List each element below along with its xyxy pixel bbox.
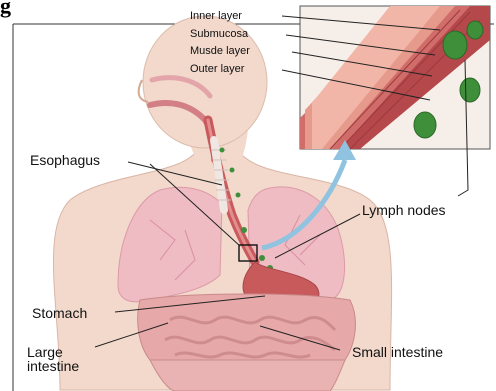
lymph-node (259, 255, 265, 261)
label-submucosa: Submucosa (190, 29, 248, 40)
lymph-node (241, 227, 247, 233)
label-stomach: Stomach (32, 306, 87, 320)
lymph-node (460, 78, 480, 102)
label-large-intestine-line2: intestine (27, 359, 79, 373)
label-lymph-nodes: Lymph nodes (362, 203, 446, 217)
lymph-node (443, 31, 467, 59)
lymph-node (467, 21, 483, 39)
label-esophagus: Esophagus (30, 153, 100, 167)
label-muscle-layer: Musde layer (190, 46, 250, 57)
lymph-node (414, 112, 436, 138)
large-intestine-organ (138, 294, 356, 364)
label-inner-layer: Inner layer (190, 11, 242, 22)
label-outer-layer: Outer layer (190, 64, 244, 75)
label-small-intestine: Small intestine (352, 345, 443, 359)
lymph-node (230, 168, 235, 173)
lower-intestine (150, 360, 345, 391)
esophagus-wall-inset (300, 6, 490, 149)
label-large-intestine-line1: Large (27, 345, 63, 359)
lymph-node (220, 148, 225, 153)
lymph-node (236, 193, 241, 198)
